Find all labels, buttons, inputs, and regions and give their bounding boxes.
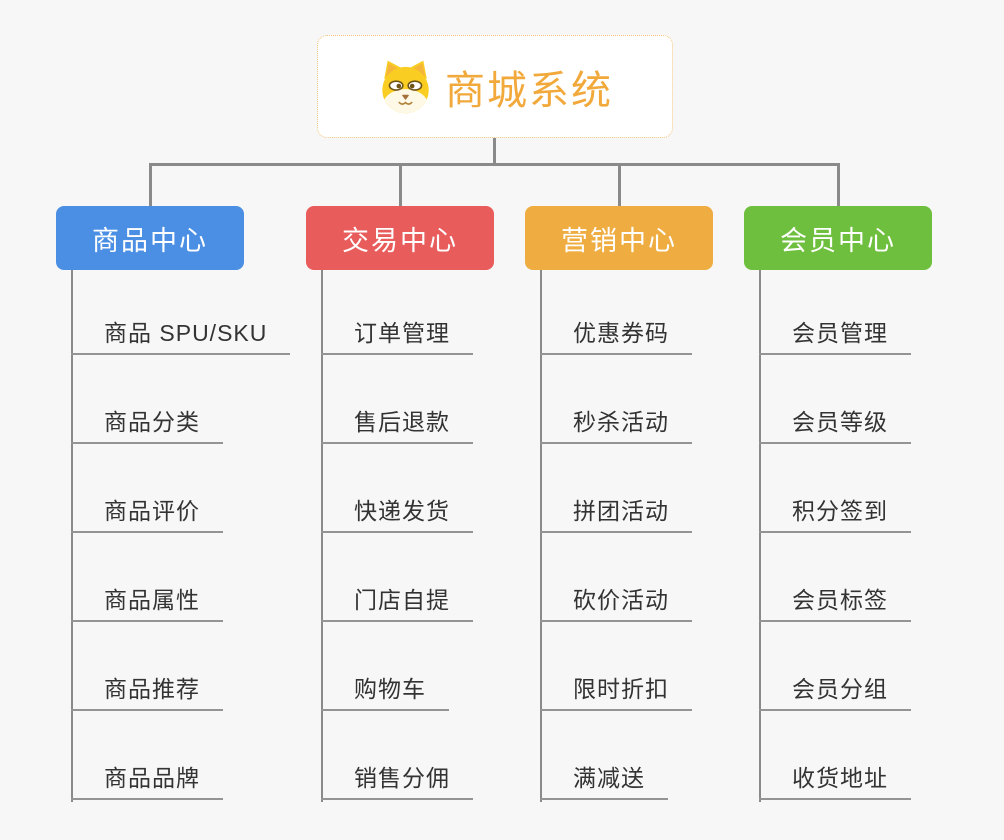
leaf-node-member-center-6[interactable]: 收货地址 xyxy=(759,758,911,800)
leaf-node-member-center-2[interactable]: 会员等级 xyxy=(759,402,911,444)
branch-label: 交易中心 xyxy=(342,225,458,256)
root-node[interactable]: 商城系统 xyxy=(317,35,673,138)
leaf-node-trade-center-1[interactable]: 订单管理 xyxy=(321,313,473,355)
leaf-node-marketing-center-4[interactable]: 砍价活动 xyxy=(540,580,692,622)
leaf-node-member-center-4[interactable]: 会员标签 xyxy=(759,580,911,622)
branch-node-member-center[interactable]: 会员中心 xyxy=(744,206,932,270)
leaf-node-product-center-1[interactable]: 商品 SPU/SKU xyxy=(71,313,291,355)
leaf-node-trade-center-3[interactable]: 快递发货 xyxy=(321,491,473,533)
branch-label: 商品中心 xyxy=(92,225,208,256)
connector-drop-line xyxy=(149,163,152,207)
branch-node-product-center[interactable]: 商品中心 xyxy=(56,206,244,270)
branch-spine-line xyxy=(71,270,73,802)
leaf-node-marketing-center-2[interactable]: 秒杀活动 xyxy=(540,402,692,444)
leaf-node-marketing-center-1[interactable]: 优惠券码 xyxy=(540,313,692,355)
leaf-node-marketing-center-5[interactable]: 限时折扣 xyxy=(540,669,692,711)
connector-horizontal-rail xyxy=(149,163,840,166)
branch-label: 营销中心 xyxy=(561,225,677,256)
leaf-node-product-center-2[interactable]: 商品分类 xyxy=(71,402,223,444)
leaf-node-product-center-6[interactable]: 商品品牌 xyxy=(71,758,223,800)
branch-spine-line xyxy=(540,270,542,802)
connector-drop-line xyxy=(618,163,621,207)
leaf-node-marketing-center-3[interactable]: 拼团活动 xyxy=(540,491,692,533)
connector-root-stub xyxy=(493,138,496,166)
leaf-node-product-center-4[interactable]: 商品属性 xyxy=(71,580,223,622)
leaf-node-marketing-center-6[interactable]: 满减送 xyxy=(540,758,668,800)
connector-drop-line xyxy=(837,163,840,207)
leaf-node-product-center-5[interactable]: 商品推荐 xyxy=(71,669,223,711)
shiba-dog-face-icon xyxy=(382,60,429,114)
branch-spine-line xyxy=(759,270,761,802)
leaf-node-member-center-5[interactable]: 会员分组 xyxy=(759,669,911,711)
leaf-node-product-center-3[interactable]: 商品评价 xyxy=(71,491,223,533)
leaf-node-member-center-1[interactable]: 会员管理 xyxy=(759,313,911,355)
leaf-node-trade-center-5[interactable]: 购物车 xyxy=(321,669,449,711)
branch-node-marketing-center[interactable]: 营销中心 xyxy=(525,206,713,270)
branch-spine-line xyxy=(321,270,323,802)
root-title: 商城系统 xyxy=(445,68,613,113)
leaf-node-trade-center-2[interactable]: 售后退款 xyxy=(321,402,473,444)
branch-node-trade-center[interactable]: 交易中心 xyxy=(306,206,494,270)
leaf-node-trade-center-4[interactable]: 门店自提 xyxy=(321,580,473,622)
leaf-node-trade-center-6[interactable]: 销售分佣 xyxy=(321,758,473,800)
connector-drop-line xyxy=(399,163,402,207)
leaf-node-member-center-3[interactable]: 积分签到 xyxy=(759,491,911,533)
branch-label: 会员中心 xyxy=(780,225,896,256)
